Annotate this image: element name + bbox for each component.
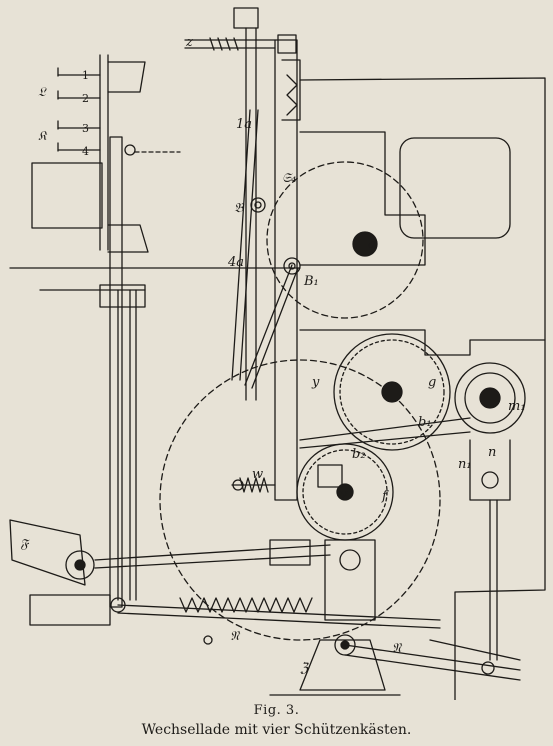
label-g: g [428,375,436,390]
label-4a: 4a [227,255,244,270]
label-K: 𝔎 [38,129,48,144]
label-v: v [340,487,348,502]
shaft-a [352,231,378,257]
label-N-left: 𝔑 [230,629,241,644]
label-w: w [252,467,263,482]
drive-link [299,417,471,449]
label-n: n [488,445,496,460]
frame-inner-plate [299,131,426,266]
lifting-rods [99,136,146,608]
figure-caption: Wechsellade mit vier Schützenkästen. [141,722,412,738]
spring-w [231,477,276,493]
label-n1: n₁ [458,457,472,472]
label-L: 𝔏 [38,85,47,100]
label-Z: ℨ [300,661,309,676]
label-f: f [381,489,389,504]
box-number-4: 4 [82,145,89,158]
gear-large [333,333,451,451]
label-b1: b₁ [418,415,432,430]
label-N-right: 𝔑 [392,641,403,656]
frame-window [399,137,511,239]
hanger-n [469,439,511,661]
lever-f [9,519,331,586]
label-y: y [311,375,320,390]
slide-bar [233,7,301,501]
label-F: 𝔉 [20,537,30,552]
label-B1: B₁ [303,274,319,289]
frame-outline [299,77,546,700]
label-1a: 1a [236,117,252,132]
label-a: a [368,237,376,252]
wheel-right [454,362,526,434]
levers [231,109,301,389]
shuttle-boxes [57,54,181,253]
bottom-mechanism [29,539,521,696]
top-spindle [184,34,297,54]
swing-circle-large [266,161,424,319]
mechanism-drawing: 1 2 3 4 [9,7,546,700]
figure-number: Fig. 3. [253,703,300,718]
label-z: z [185,35,193,50]
label-m1: m₁ [508,399,526,414]
sley-block [31,162,103,229]
box-number-labels: 1 2 3 4 [82,69,89,158]
label-S: 𝔖₄ [282,171,296,186]
box-number-2: 2 [82,92,89,105]
letter-labels: 𝔏 𝔎 z 1a 𝔖₄ 𝔅 4a B₁ a y g m₁ b₁ b₂ n n₁ … [20,35,526,676]
frame-step [299,329,546,356]
label-b2: b₂ [352,447,366,462]
box-number-1: 1 [82,69,89,82]
box-number-3: 3 [82,122,89,135]
label-B: 𝔅 [234,201,245,216]
swing-circle-lower [159,359,441,641]
